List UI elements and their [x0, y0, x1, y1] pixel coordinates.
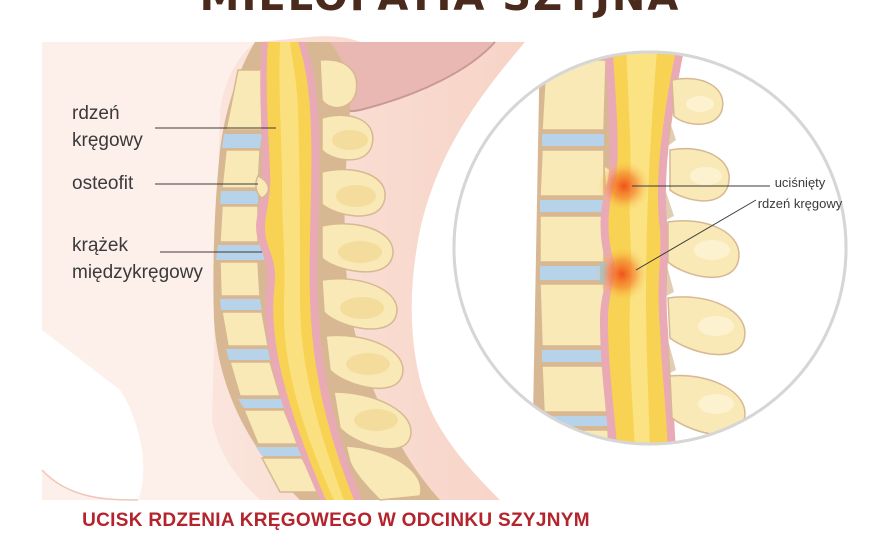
- diagram-title: MIELOPATIA SZYJNA: [0, 0, 880, 20]
- label-osteophyte: osteofit: [72, 173, 134, 194]
- main-spine: [213, 42, 440, 501]
- label-intervertebral-disc: krążek międzykręgowy: [72, 235, 203, 283]
- caption: UCISK RDZENIA KRĘGOWEGO W ODCINKU SZYJNY…: [82, 510, 590, 531]
- label-compressed-cord: uciśnięty rdzeń kręgowy: [757, 175, 843, 211]
- label-spinal-cord: rdzeń kręgowy: [72, 103, 143, 151]
- zoom-circle: [452, 50, 848, 446]
- leader-lines: [155, 127, 276, 253]
